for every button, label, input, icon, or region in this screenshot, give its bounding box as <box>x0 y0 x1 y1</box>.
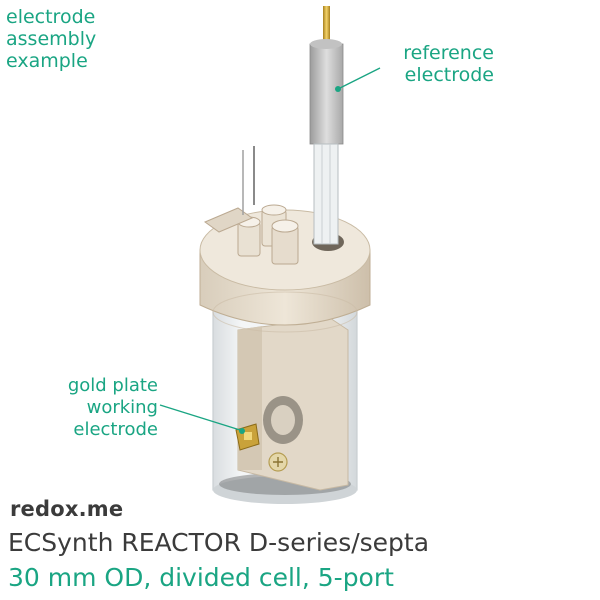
product-title: ECSynth REACTOR D-series/septa <box>8 528 430 557</box>
inner-divider <box>237 317 349 491</box>
gold-plate-label: gold plate working electrode <box>67 375 158 440</box>
reference-electrode-label: reference electrode <box>403 42 494 86</box>
product-subtitle: 30 mm OD, divided cell, 5-port <box>8 563 394 592</box>
septa-ports <box>203 204 299 265</box>
wire-electrodes <box>242 146 255 215</box>
reference-callout-line <box>339 67 381 89</box>
gold-pin-icon <box>323 6 330 46</box>
gold-callout-line <box>159 404 241 431</box>
brand-logo: redox.me <box>10 497 124 521</box>
reference-electrode <box>309 6 344 245</box>
assembly-label: electrode assembly example <box>6 6 97 72</box>
